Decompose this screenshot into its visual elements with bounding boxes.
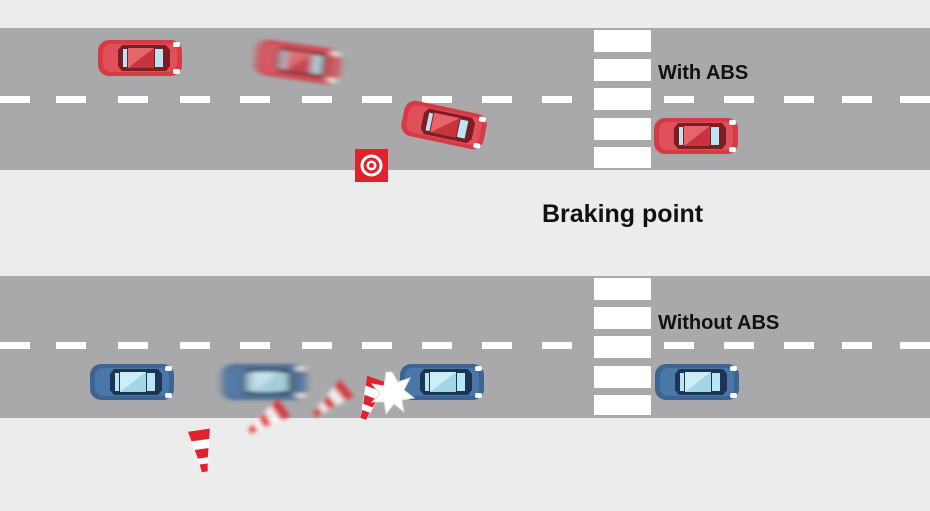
with-abs-label: With ABS	[658, 62, 749, 84]
crash-burst-icon	[370, 371, 416, 416]
lane-divider	[0, 342, 930, 349]
car-no-abs-blurred	[222, 364, 306, 400]
car-abs-start	[98, 40, 182, 76]
crosswalk	[594, 30, 651, 168]
car-no-abs-crashed	[400, 364, 484, 400]
car-no-abs-stopped	[655, 364, 739, 400]
car-abs-stopped	[654, 118, 738, 154]
lane-divider	[0, 96, 930, 103]
car-no-abs-start	[90, 364, 174, 400]
crosswalk	[594, 278, 651, 415]
braking-point-label: Braking point	[542, 200, 704, 228]
without-abs-label: Without ABS	[658, 312, 780, 334]
target-icon	[355, 149, 388, 182]
